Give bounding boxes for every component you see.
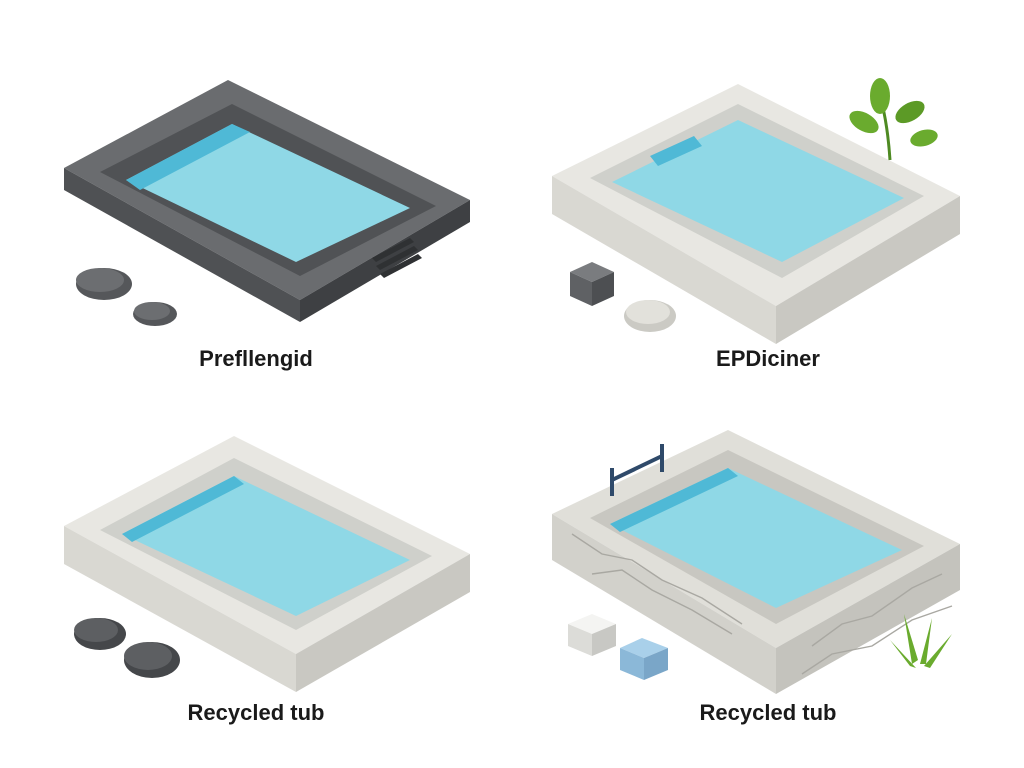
stepping-stone-icon: [624, 300, 676, 332]
panel-caption: EPDiciner: [716, 346, 820, 371]
pond-wall-left: [552, 176, 776, 344]
pond-wall-right: [776, 544, 960, 694]
pond-panel-recycled-stone: Recycled tub: [512, 384, 1024, 768]
recycled-tub-illustration: [64, 436, 470, 692]
panel-caption: Prefllengid: [199, 346, 313, 371]
panel-caption: Recycled tub: [187, 700, 325, 725]
pool-ladder-icon: [610, 444, 664, 496]
stepping-stone-icon: [74, 618, 180, 678]
pond-panel-recycled-plain: Recycled tub: [0, 384, 512, 768]
pond-wall-right: [776, 196, 960, 344]
storage-box-icon: [570, 262, 614, 306]
pond-wall-right: [296, 554, 470, 692]
storage-box-icon: [568, 614, 668, 680]
stone-tub-illustration: [552, 430, 960, 694]
concrete-pond-illustration: [552, 78, 960, 344]
water-surface: [612, 120, 904, 262]
pond-wall-right: [300, 200, 470, 322]
plant-icon: [890, 614, 952, 668]
pond-wall-left: [64, 168, 300, 322]
pond-wall-left: [64, 526, 296, 692]
pond-wall-left: [552, 514, 776, 694]
panel-caption: Recycled tub: [699, 700, 837, 725]
pond-panel-prefab: Prefllengid: [0, 0, 512, 384]
stepping-stone-icon: [76, 268, 177, 326]
steps-icon: [372, 238, 422, 278]
water-surface: [610, 468, 902, 608]
plant-icon: [849, 78, 938, 161]
pond-panel-concrete: EPDiciner: [512, 0, 1024, 384]
water-surface: [122, 476, 410, 616]
dark-pond-illustration: [64, 80, 470, 326]
